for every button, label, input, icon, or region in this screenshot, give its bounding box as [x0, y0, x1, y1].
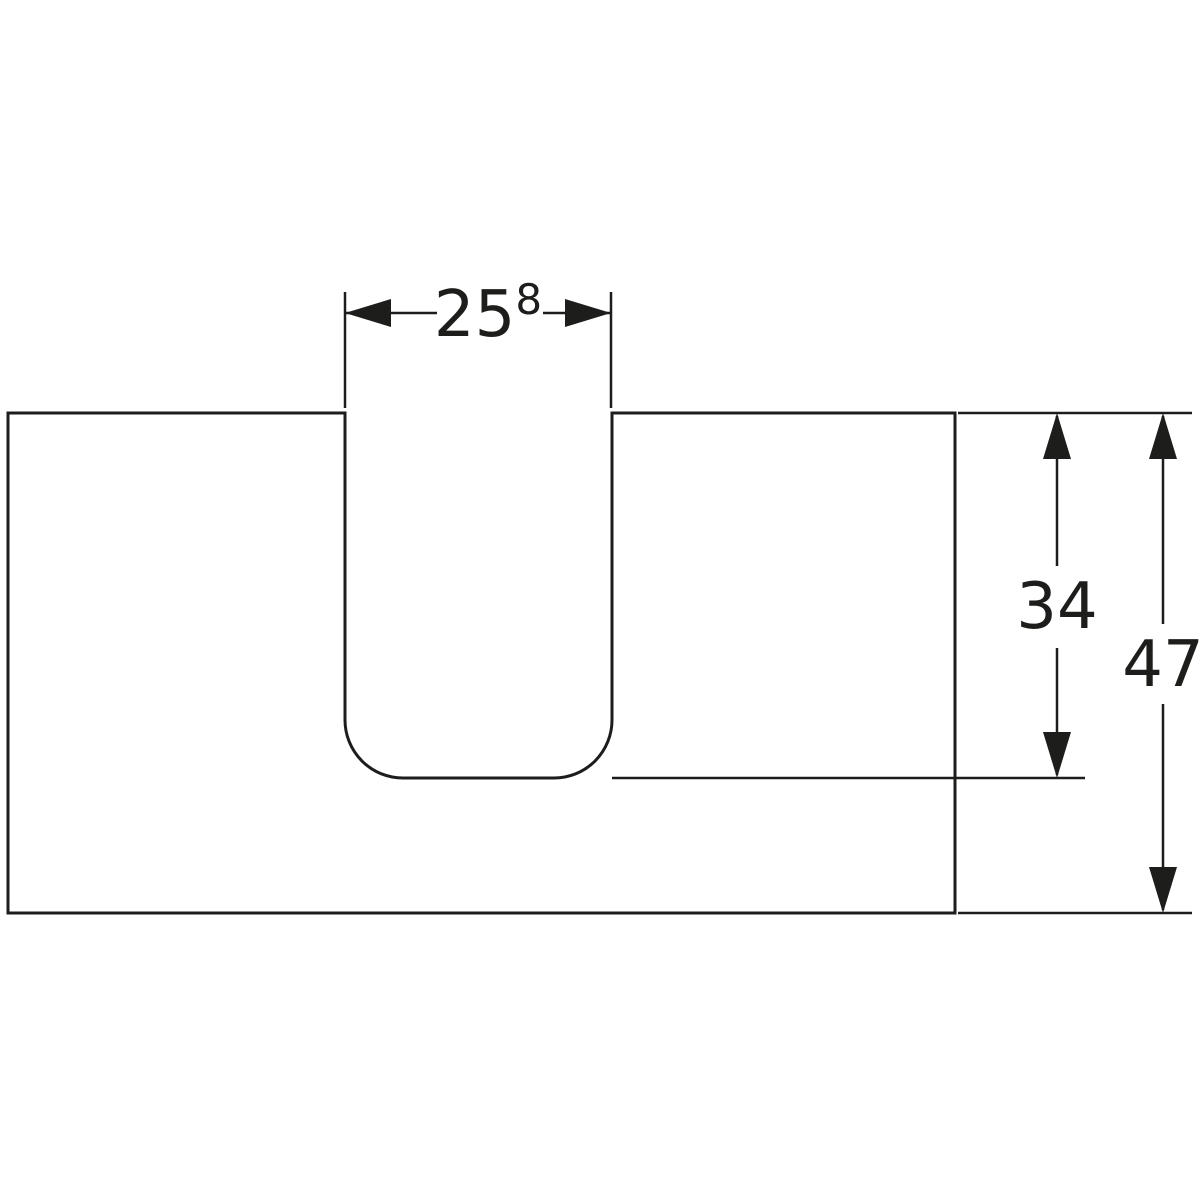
width-arrowhead-left-icon	[345, 299, 391, 327]
width-dimension	[343, 292, 613, 408]
width-arrowhead-right-icon	[565, 299, 611, 327]
height-dimension	[1149, 413, 1177, 913]
right-extension-lines	[612, 411, 1192, 915]
panel-outline-with-cutout	[6, 411, 957, 915]
cutout-depth-label: 34	[1016, 570, 1097, 644]
height-arrowhead-down-icon	[1149, 867, 1177, 913]
depth-arrowhead-down-icon	[1043, 732, 1071, 778]
panel	[6, 411, 957, 915]
cutout-width-superscript: 8	[515, 275, 542, 324]
cutout-width-value: 25	[434, 278, 515, 352]
depth-dimension	[1043, 413, 1071, 778]
depth-arrowhead-up-icon	[1043, 413, 1071, 459]
total-height-label: 47	[1122, 628, 1200, 702]
cutout-width-label: 258	[434, 275, 542, 352]
height-arrowhead-up-icon	[1149, 413, 1177, 459]
